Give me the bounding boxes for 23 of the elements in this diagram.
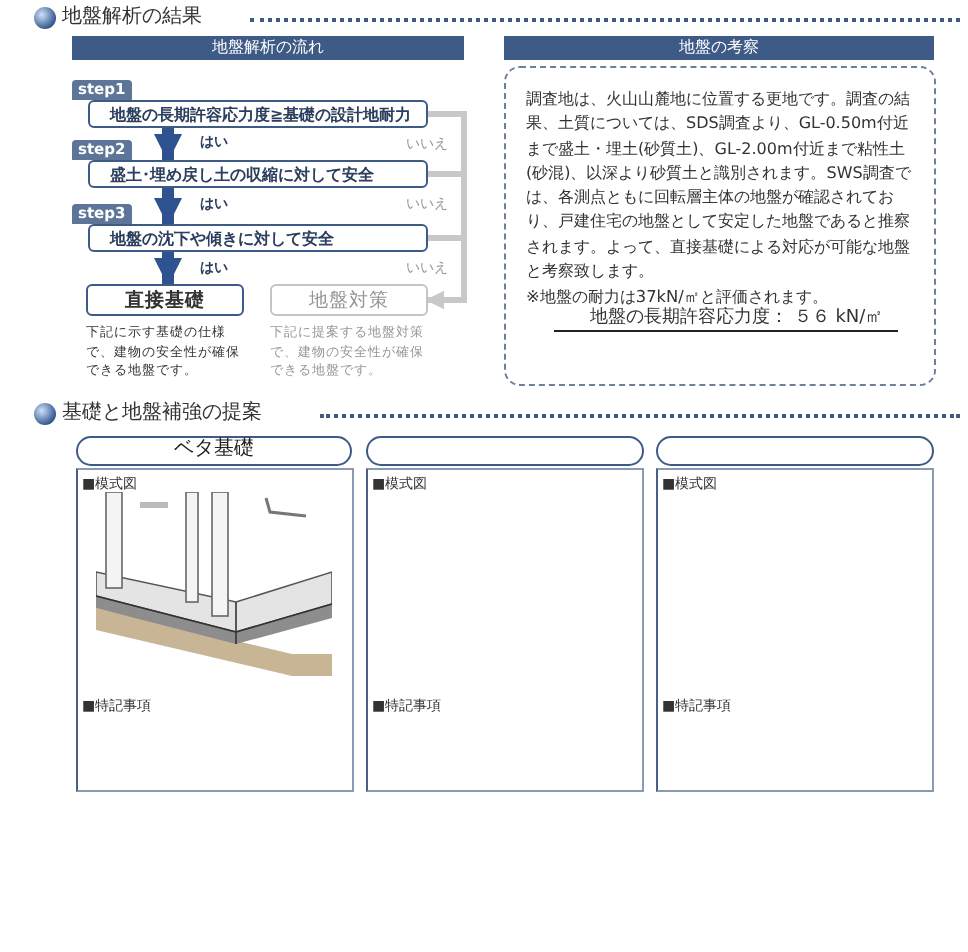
arrow: [154, 252, 182, 286]
section-heading: 基礎と地盤補強の提案: [62, 402, 262, 426]
text-panel: [504, 66, 936, 386]
box-text: 地盤の長期許容応力度≧基礎の設計地耐力: [110, 103, 412, 125]
proposal-panel: [366, 468, 644, 792]
title-pill: [656, 436, 934, 466]
paragraph: 調査地は、火山山麓地に位置する更地です。調査の結果、土質については、SDS調査より、GL-0.50m付近まで盛土・埋土(砂質土)、GL-2.00m付近まで粘性土(砂混)、以深より砂質土と識別されます。SWS調査では、各測点ともに回転層主体の地盤が確認されており、戸建住宅の地盤として安定した地盤であると推察されます。よって、直接基礎による対応が可能な地盤と考察致します。: [526, 88, 913, 285]
result-box: 地盤対策: [270, 284, 428, 316]
arrow: [154, 128, 182, 162]
section-heading: 地盤解析の結果: [62, 6, 202, 30]
title-pill: ベタ基礎: [76, 436, 352, 466]
result-line: 地盤の長期許容応力度： ５６ kN/㎡: [554, 308, 898, 333]
proposal-panel: [76, 468, 354, 792]
result-box: 直接基礎: [86, 284, 244, 316]
arrow: [426, 235, 467, 309]
title-pill: [366, 436, 644, 466]
note-text: ※地盤の耐力は37kN/㎡と評価されます。: [526, 284, 830, 307]
proposal-panel: [656, 468, 934, 792]
box-text: 盛土･埋め戻し土の収縮に対して安全: [110, 163, 374, 185]
arrow: [154, 188, 182, 226]
header-band: 地盤解析の流れ: [72, 36, 464, 60]
box-text: 地盤の沈下や傾きに対して安全: [110, 227, 334, 249]
header-band: 地盤の考察: [504, 36, 934, 60]
